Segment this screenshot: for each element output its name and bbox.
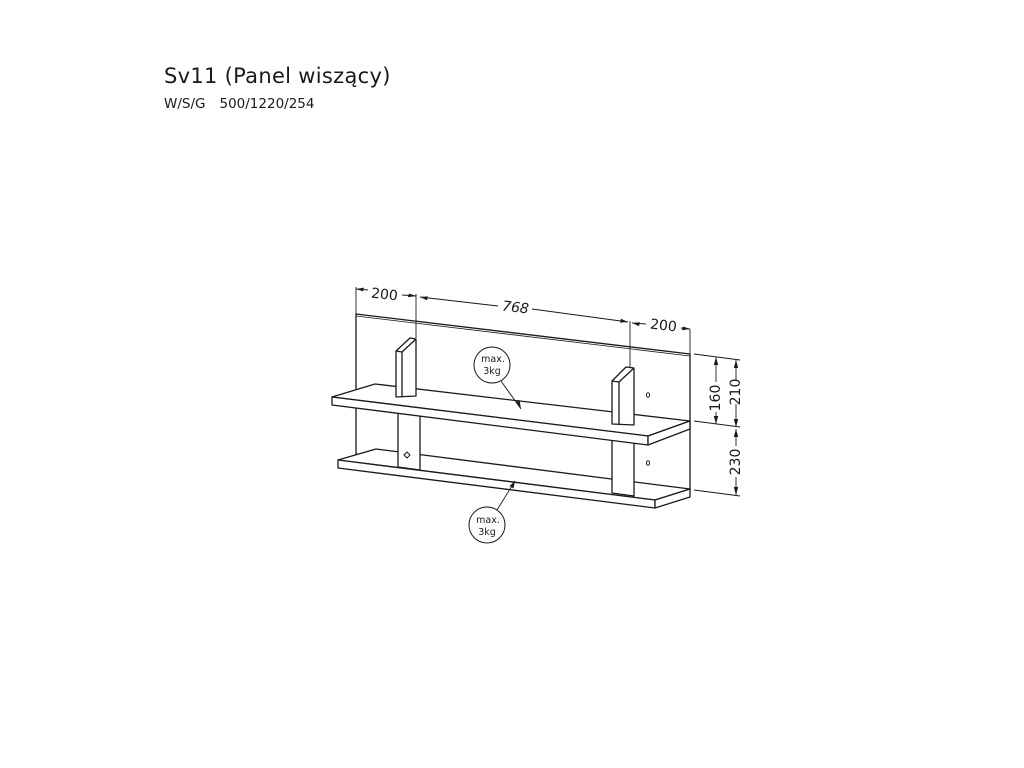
load-upper-line1: max. — [481, 354, 505, 365]
arrowheads — [356, 287, 739, 495]
dimensions-label: W/S/G — [164, 96, 206, 112]
left-upright — [395, 337, 417, 398]
dim-middle-width: 768 — [501, 299, 530, 318]
dim-height-lower: 230 — [728, 449, 744, 476]
dim-right-width: 200 — [649, 317, 677, 336]
load-label-upper: max. 3kg — [473, 346, 511, 384]
divider-fitting — [403, 451, 411, 459]
load-upper-line2: 3kg — [483, 366, 501, 377]
load-bubble-lower — [468, 506, 506, 544]
mounting-hole-lower — [645, 460, 651, 466]
load-label-lower: max. 3kg — [468, 506, 506, 544]
load-bubble-upper — [473, 346, 511, 384]
drawing-title: Sv11 (Panel wiszący) — [164, 64, 391, 88]
dim-height-upper-inner: 160 — [708, 385, 724, 412]
dimensions-value: 500/1220/254 — [219, 96, 315, 112]
drawing-dimensions: W/S/G 500/1220/254 — [164, 96, 314, 112]
right-divider — [611, 437, 635, 497]
mounting-hole-upper — [645, 392, 651, 398]
mounting-holes — [403, 392, 651, 466]
dim-height-upper: 210 — [728, 379, 744, 406]
left-divider — [397, 410, 421, 471]
load-lower-line2: 3kg — [478, 527, 496, 538]
shelf-body — [331, 313, 691, 509]
dim-left-width: 200 — [370, 286, 398, 305]
load-lower-line1: max. — [476, 515, 500, 526]
